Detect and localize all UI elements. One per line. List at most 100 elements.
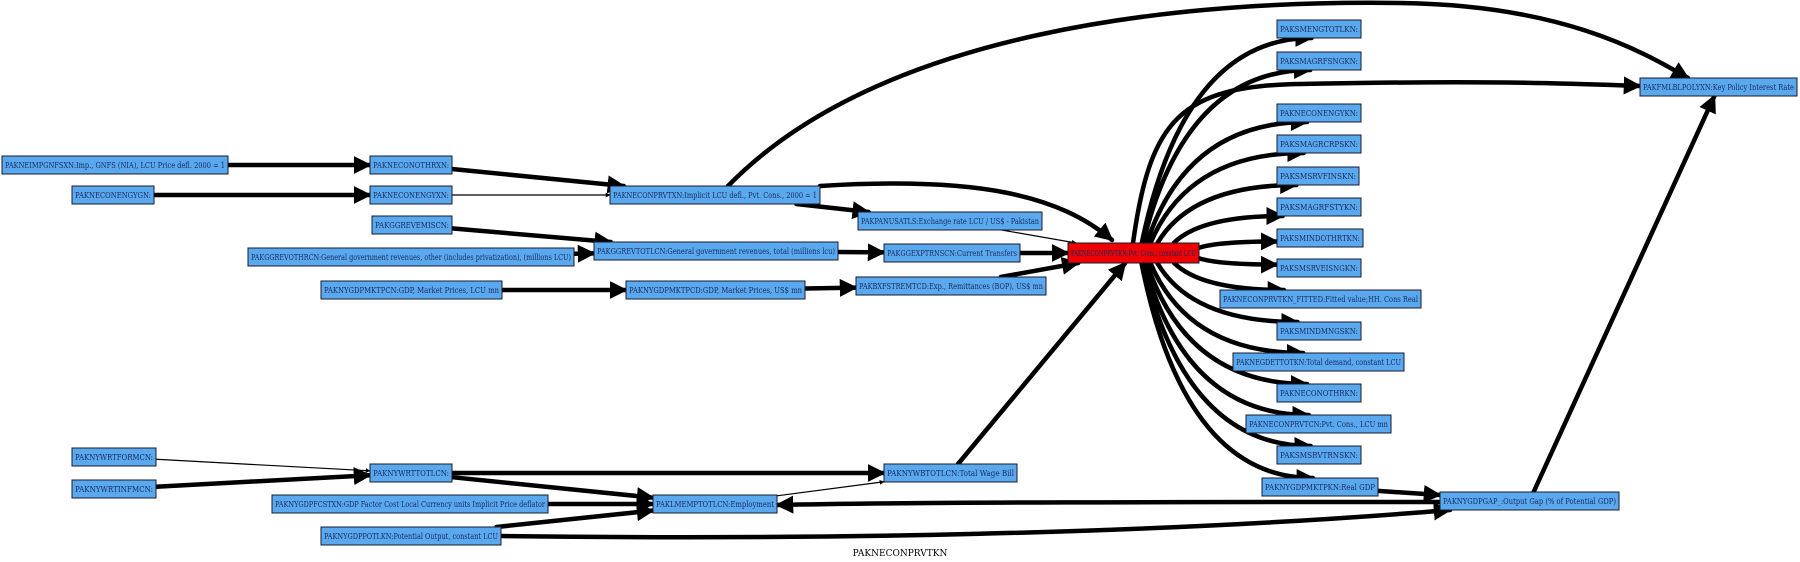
node-label: PAKNYGDPFCSTXN:GDP Factor Cost Local Cur… xyxy=(275,500,546,510)
graph-node-n28[interactable]: PAKSMINDOTHRTKN: xyxy=(1276,228,1364,248)
node-box xyxy=(1219,289,1422,309)
node-label: PAKGGREVEMISCN: xyxy=(375,221,449,231)
node-label: PAKNYGDPMKTPCN:GDP, Market Prices, LCU m… xyxy=(324,286,499,296)
graph-node-n27[interactable]: PAKSMAGRFSTYKN: xyxy=(1276,197,1362,217)
graph-caption: PAKNECONPRVTKN xyxy=(853,549,948,559)
graph-node-n33[interactable]: PAKNECONOTHRKN: xyxy=(1276,383,1362,403)
graph-node-n18[interactable]: PAKNYWBTOTLCN:Total Wage Bill xyxy=(883,463,1018,483)
node-box xyxy=(625,280,806,300)
node-box xyxy=(71,447,157,467)
graph-node-n16[interactable]: PAKNYWRTINFMCN: xyxy=(71,479,157,499)
graph-node-n3[interactable]: PAKNECONOTHRXN: xyxy=(369,155,453,175)
node-label: PAKSMENGTOTLKN: xyxy=(1280,25,1358,35)
edge-n14-to-n26 xyxy=(1155,176,1299,246)
graph-node-n14[interactable]: PAKNECONPRVTKN:Pvt. Cons., constant LCU xyxy=(1067,242,1200,264)
edge-n14-to-n30 xyxy=(1171,260,1287,299)
node-box xyxy=(1276,445,1362,465)
node-box xyxy=(1276,103,1362,123)
graph-node-n7[interactable]: PAKGGREVOTHRCN:General government revenu… xyxy=(247,247,575,267)
node-box xyxy=(1276,321,1362,341)
graph-node-n8[interactable]: PAKGGREVTOTLCN:General government revenu… xyxy=(593,241,839,261)
edge-n18-to-n14 xyxy=(955,260,1128,467)
graph-node-n29[interactable]: PAKSMSRVEISNGKN: xyxy=(1276,258,1362,278)
graph-node-n31[interactable]: PAKSMINDMNGSKN: xyxy=(1276,321,1362,341)
graph-node-n25[interactable]: PAKSMAGRCRPSKN: xyxy=(1276,134,1362,154)
node-box xyxy=(247,247,575,267)
edge-n21-to-n20 xyxy=(494,503,656,530)
graph-node-n6[interactable]: PAKGGREVEMISCN: xyxy=(371,215,453,235)
node-label: PAKNECONPRVTKN_FITTED:Fitted value;HH. C… xyxy=(1223,295,1418,305)
node-label: PAKGGREVTOTLCN:General government revenu… xyxy=(597,246,835,257)
edge-n37-to-n20 xyxy=(774,495,1443,514)
graph-node-n10[interactable]: PAKNYGDPMKTPCD:GDP, Market Prices, US$ m… xyxy=(625,280,806,300)
node-box xyxy=(369,185,453,205)
graph-node-n11[interactable]: PAKPANUSATLS:Exchange rate LCU / US$ - P… xyxy=(857,211,1043,231)
edge-n5-to-n11 xyxy=(794,201,871,220)
graph-node-n37[interactable]: PAKNYGDPGAP_:Output Gap (% of Potential … xyxy=(1439,491,1620,511)
edge-n37-to-n38 xyxy=(1531,93,1717,495)
edge-n5-to-n14 xyxy=(817,181,1115,243)
node-label: PAKNYWRTFORMCN: xyxy=(75,453,153,463)
node-label: PAKBXFSTREMTCD:Exp., Remittances (BOP), … xyxy=(859,281,1043,292)
graph-node-n13[interactable]: PAKBXFSTREMTCD:Exp., Remittances (BOP), … xyxy=(855,276,1047,296)
node-label: PAKNECONPRVTCN:Pvt. Cons., LCU mn xyxy=(1249,420,1388,430)
nodes-layer: PAKNEIMPGNFSXN:Imp., GNFS (NIA), LCU Pri… xyxy=(1,19,1798,546)
graph-node-n12[interactable]: PAKGGEXPTRNSCN:Current Transfers xyxy=(883,243,1021,263)
node-box xyxy=(1276,51,1362,71)
node-box xyxy=(609,185,821,205)
node-label: PAKGGREVOTHRCN:General government revenu… xyxy=(251,252,571,263)
graph-node-n36[interactable]: PAKNYGDPMKTPKN:Real GDP xyxy=(1261,477,1379,497)
edge-n14-to-n35 xyxy=(1140,260,1313,455)
node-label: PAKNYWRTINFMCN: xyxy=(75,485,153,495)
graph-node-n35[interactable]: PAKSMSRVTRNSKN: xyxy=(1276,445,1362,465)
edge-n14-to-n34 xyxy=(1142,260,1312,424)
edge-n20-to-n18 xyxy=(776,479,885,497)
node-label: PAKSMSRVFINSKN: xyxy=(1280,172,1356,182)
edge-n10-to-n13 xyxy=(802,278,859,297)
node-label: PAKLMEMPTOTLCN:Employment xyxy=(656,500,774,510)
edge-n14-to-n31 xyxy=(1155,260,1300,331)
graph-node-n30[interactable]: PAKNECONPRVTKN_FITTED:Fitted value;HH. C… xyxy=(1219,289,1422,309)
graph-node-n2[interactable]: PAKNECONENGYGN: xyxy=(71,185,155,205)
node-label: PAKNECONPRVTKN:Pvt. Cons., constant LCU xyxy=(1071,249,1196,259)
node-box xyxy=(1261,477,1379,497)
graph-node-n22[interactable]: PAKSMENGTOTLKN: xyxy=(1276,19,1362,39)
edge-n5-to-n38 xyxy=(725,0,1691,189)
node-label: PAKPANUSATLS:Exchange rate LCU / US$ - P… xyxy=(861,217,1039,227)
node-box xyxy=(1,155,229,175)
graph-node-n5[interactable]: PAKNECONPRVTXN:Implicit LCU defl., Pvt. … xyxy=(609,185,821,205)
edge-n14-to-n36 xyxy=(1139,260,1316,487)
graph-node-n34[interactable]: PAKNECONPRVTCN:Pvt. Cons., LCU mn xyxy=(1245,414,1392,434)
node-box xyxy=(1276,166,1360,186)
node-box xyxy=(371,215,453,235)
edge-n3-to-n5 xyxy=(449,166,627,194)
graph-node-n23[interactable]: PAKSMAGRFSNGKN: xyxy=(1276,51,1362,71)
node-box xyxy=(1276,19,1362,39)
node-label: PAKSMAGRCRPSKN: xyxy=(1280,140,1358,150)
edge-n6-to-n8 xyxy=(449,226,614,250)
node-box xyxy=(883,243,1021,263)
graph-node-n9[interactable]: PAKNYGDPMKTPCN:GDP, Market Prices, LCU m… xyxy=(320,280,503,300)
node-label: PAKNECONENGYKN: xyxy=(1280,109,1358,119)
graph-node-n19[interactable]: PAKNYGDPFCSTXN:GDP Factor Cost Local Cur… xyxy=(271,494,549,514)
node-box xyxy=(652,494,778,514)
graph-node-n21[interactable]: PAKNYGDPPOTLKN:Potential Output, constan… xyxy=(320,526,502,546)
graph-node-n24[interactable]: PAKNECONENGYKN: xyxy=(1276,103,1362,123)
node-label: PAKSMINDOTHRTKN: xyxy=(1280,234,1360,244)
graph-node-n17[interactable]: PAKNYWRTTOTLCN: xyxy=(369,463,453,483)
node-box xyxy=(883,463,1018,483)
graph-node-n15[interactable]: PAKNYWRTFORMCN: xyxy=(71,447,157,467)
graph-node-n26[interactable]: PAKSMSRVFINSKN: xyxy=(1276,166,1360,186)
node-box xyxy=(320,526,502,546)
node-box xyxy=(1067,242,1200,264)
graph-node-n38[interactable]: PAKFMLBLPOLYXN:Key Policy Interest Rate xyxy=(1639,77,1798,97)
node-label: PAKNYGDPPOTLKN:Potential Output, constan… xyxy=(324,532,498,542)
node-label: PAKNECONENGYXN: xyxy=(373,191,449,201)
node-box xyxy=(320,280,503,300)
graph-node-n20[interactable]: PAKLMEMPTOTLCN:Employment xyxy=(652,494,778,514)
graph-node-n4[interactable]: PAKNECONENGYXN: xyxy=(369,185,453,205)
edge-n11-to-n14 xyxy=(1001,229,1077,245)
graph-node-n32[interactable]: PAKNEGDETTOTKN:Total demand, constant LC… xyxy=(1232,352,1405,372)
graph-node-n1[interactable]: PAKNEIMPGNFSXN:Imp., GNFS (NIA), LCU Pri… xyxy=(1,155,229,175)
